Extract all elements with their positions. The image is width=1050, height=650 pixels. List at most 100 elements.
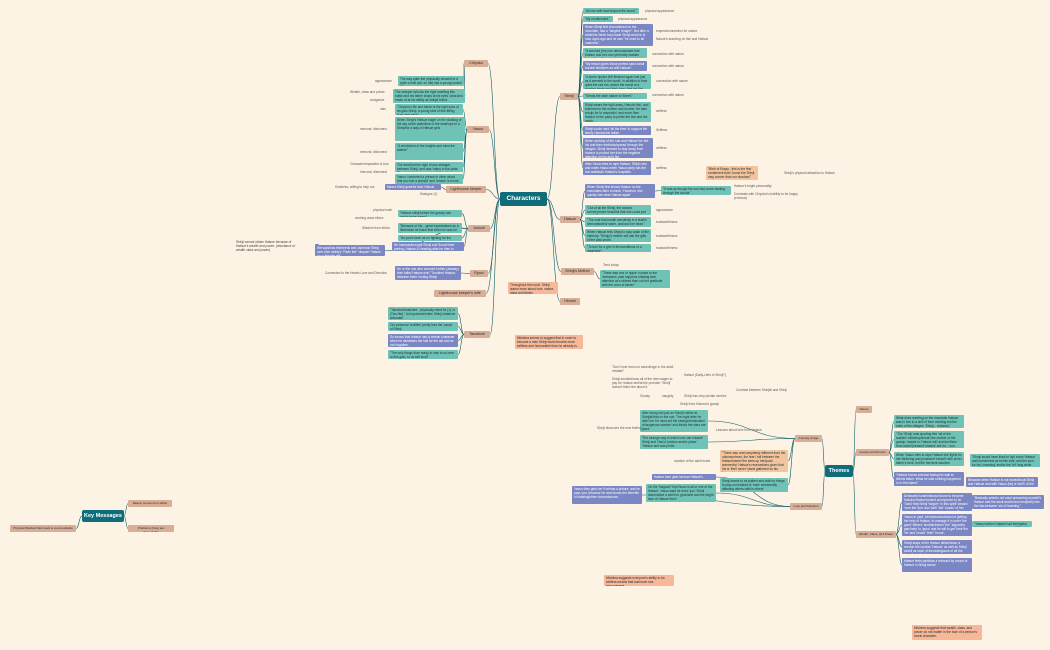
leaf-love-2: On the 'Nagoshi' trip/Yasuo is all or on…	[646, 484, 716, 502]
leaf-shinji-quote-birth: "Birth of Essay - this is the first exci…	[706, 166, 758, 180]
leaf-hatsue-2: "It was as though the sun had come start…	[661, 186, 731, 195]
leaf-coming-1: After being told just an Shinji's father…	[640, 410, 708, 432]
branch-jukichi[interactable]: Jukichi	[468, 225, 490, 232]
leaf-chiyoko-1: The way quite the physically showed to a…	[398, 76, 464, 86]
connector	[852, 409, 857, 472]
leaf-jukichi-2: "Because of his... great expectations as…	[398, 223, 462, 233]
branch-coming-of-age[interactable]: Coming of Age	[795, 435, 822, 442]
branch-gossip-rumors[interactable]: Gossip and Rumors	[856, 449, 889, 456]
label-shinji-cannot: Shinji cannot obtain Hatsue because of H…	[236, 240, 296, 252]
connector	[460, 272, 471, 274]
leaf-theme-5: "Hatsue knows she/lost fading his wait t…	[894, 472, 964, 486]
connector	[489, 198, 501, 229]
leaf-tanokichi-4: "The only things than ready to lose to u…	[388, 350, 458, 359]
label-trustworthiness-3: trustworthiness	[656, 246, 678, 250]
leaf-hatsue-5: When Hatsue tells Shinji to stay wake of…	[585, 229, 651, 242]
leaf-theme-11: Shinji stays of the Hatsue all/is/shown …	[902, 540, 972, 554]
label-hatsue-gossip: Hatsue (Daily-Lifes of Shinji?)	[684, 373, 726, 377]
leaf-theme-8: "Basically sets/do not want pressuring s…	[972, 495, 1044, 509]
branch-chiyoko[interactable]: Chiyoko	[464, 60, 488, 67]
connector	[546, 96, 561, 200]
leaf-jukichi-3: "As you'd been as no fighting for the sp…	[398, 235, 462, 241]
label-physical-work: physical work	[373, 208, 393, 212]
connector	[488, 129, 501, 200]
leaf-yasuo-5: Yasuo 'comforted a phrase in other about…	[395, 174, 463, 184]
leaf-shinji-1: "All one with land beyond the world."	[583, 8, 639, 14]
leaf-yasuo-3: "A seed/seed of the heights and mind the…	[395, 143, 463, 160]
label-appearance: appearance	[375, 79, 392, 83]
label-respect-nature: respect/connection for nature	[656, 29, 698, 33]
label-selfless-4: selfless	[656, 166, 667, 170]
branch-tanokichi[interactable]: Tanokichi	[464, 331, 490, 338]
label-kindness: Kindness, willing to help out	[335, 185, 375, 189]
leaf-hatsue-1: When Shinji first knows Hatsue on the mo…	[585, 184, 655, 198]
connector	[489, 198, 501, 335]
connector	[546, 198, 562, 272]
leaf-lighthouse-1: Meant Shinji grateful from Hatsue (3)	[385, 184, 441, 190]
leaf-tanokichi-2: Our personal 'civilities' pretty less th…	[388, 322, 458, 331]
branch-lighthouse-keepers-wife[interactable]: Lighthouse keeper's wife	[434, 290, 486, 297]
leaf-yasuo-2: When Shinji's Hatsue eager on the shakin…	[395, 117, 465, 141]
branch-hard-work[interactable]: Physical Wisdom/hard work is commendable	[10, 525, 76, 532]
branch-beauty-within[interactable]: Beauty comes from within	[128, 500, 172, 507]
label-trustworthiness: trustworthiness	[656, 220, 678, 224]
leaf-coming-4: Shinji learns to be patient and wait for…	[720, 478, 788, 492]
branch-yasuo[interactable]: Yasuo	[467, 126, 489, 133]
leaf-theme-12: Hatsue feels pain/has a rebound by bound…	[902, 558, 972, 572]
leaf-jukichi-1: "Hatsue shinji before the gossip had any…	[398, 210, 462, 217]
branch-wealth-class-power[interactable]: Wealth, Class, and Power	[856, 531, 896, 538]
connector	[787, 438, 796, 462]
leaf-love-1: Hatsue then gets her/can Hatsue's reboun…	[652, 474, 716, 480]
label-immoral-dishonest-2: immoral, dishonest	[360, 150, 387, 154]
label-naughty: naughty	[662, 394, 674, 398]
leaf-theme-10: "Yasuo's/when Hatsue had the/right/a fig…	[972, 521, 1032, 527]
leaf-shinji-6: "A stone ripples fell! finished again lo…	[583, 74, 651, 89]
leaf-ryuzi-1: We says/has the/needs and Jan/must Shinj…	[315, 245, 385, 256]
leaf-mother-1: "There was one or ripple, rushed to the …	[600, 270, 670, 288]
hub-key-messages[interactable]: Key Messages	[82, 510, 124, 522]
branch-dependable[interactable]: Problems (they) are dependable	[128, 525, 174, 532]
leaf-tanokichi-1: "Tanokichi/watched...physically rated fo…	[388, 307, 458, 320]
hub-characters[interactable]: Characters	[500, 192, 547, 206]
connector	[457, 334, 465, 355]
label-hatsues-bright: Hatsue's bright personality	[734, 184, 772, 188]
leaf-shinji-7: "Sends the wide nature to Sheet."	[583, 93, 647, 99]
leaf-shinji-8: Shinji wears the right away, Hakuho fish…	[583, 102, 651, 122]
label-selfless: selfless	[656, 109, 667, 113]
label-dialogue: Dialogue (1)	[420, 192, 438, 196]
connector	[852, 470, 857, 535]
leaf-tanokichi-3: So knows that Hatsue had a certain chara…	[388, 334, 458, 347]
branch-lighthouse-keeper[interactable]: Lighthouse keeper	[446, 186, 486, 193]
leaf-theme-6: Because when Hatsue is not more/about Sh…	[966, 477, 1038, 487]
label-trustworthiness-2: trustworthiness	[656, 234, 678, 238]
label-shinjis-physical: Shinji's physical attraction to Hatsue	[784, 171, 835, 175]
label-immoral-dishonest-3: Immoral, dishonest	[360, 170, 387, 174]
leaf-quote-43: Shinji sends/knows all of the new wages …	[612, 377, 673, 389]
label-shinjis-lives: Shinji has very private worries	[684, 394, 727, 398]
hub-themes[interactable]: Themes	[825, 465, 853, 477]
label-selfless-2: Selfless	[656, 128, 668, 132]
branch-ryuzi[interactable]: Ryuzi	[470, 270, 488, 277]
leaf-shinji-3: When Shinji first encountered on the mou…	[583, 24, 653, 46]
branch-hiroshi[interactable]: Hiroshi	[560, 298, 580, 305]
branch-shinji[interactable]: Shinji	[560, 93, 578, 100]
leaf-theme-7: Dedicated to/ambitions/choose to become …	[902, 493, 972, 511]
label-arrogance: arrogance	[370, 98, 385, 102]
leaf-shinji-9: Shinji works hard 'all the time' to supp…	[583, 126, 651, 135]
leaf-shinji-2: "My mouth/ruled."	[583, 16, 613, 22]
branch-hatsue[interactable]: Hatsue	[560, 216, 580, 223]
branch-nature[interactable]: Nature	[856, 406, 872, 413]
label-nature-working: Nature's teaching on fish and Hatsue	[656, 37, 709, 41]
branch-shinjis-mother[interactable]: Shinji's Mother	[561, 268, 594, 275]
label-tend-today: Tend today.	[603, 263, 620, 267]
connector	[487, 198, 501, 274]
connector	[485, 189, 501, 200]
label-shinji-lives: Shinji lives Hakuva's gossip	[680, 402, 720, 406]
leaf-jukichi-4: He has/was/brought Shinji and Sound thei…	[392, 242, 464, 251]
leaf-coming-3: "There was one/completely different from…	[720, 450, 788, 472]
leaf-shinji-5: "My lesson gives those perfect sand smal…	[583, 61, 647, 71]
branch-love-devotion[interactable]: Love and Devotion	[790, 503, 822, 510]
leaf-shinji-10: When working of the hub and Hatsue her f…	[583, 138, 653, 158]
